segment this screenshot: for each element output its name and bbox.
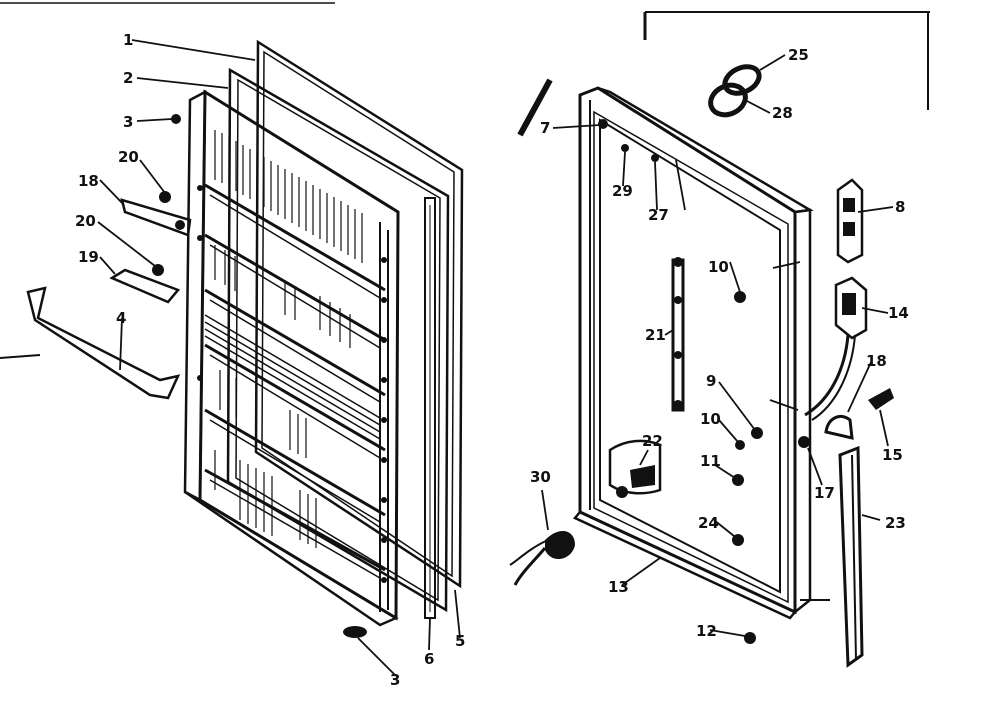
callout-20: 20 xyxy=(118,148,139,166)
callout-3: 3 xyxy=(123,113,133,131)
callout-10: 10 xyxy=(700,410,721,428)
callout-1: 1 xyxy=(123,31,133,49)
callout-2: 2 xyxy=(123,69,133,87)
callout-labels: 1 2 3 20 18 20 19 4 3 6 5 7 29 27 25 28 … xyxy=(75,31,909,689)
wire-harness xyxy=(509,530,575,586)
shelf-retainer xyxy=(109,268,181,304)
screws-left xyxy=(152,114,367,638)
callout-12: 12 xyxy=(696,622,717,640)
callout-24: 24 xyxy=(698,514,719,532)
leader-lines-right xyxy=(541,54,894,637)
callout-21: 21 xyxy=(645,326,666,344)
rating-plate xyxy=(608,439,662,498)
leader-lines-left xyxy=(97,39,461,676)
callout-29: 29 xyxy=(612,182,633,200)
screws-right xyxy=(598,119,763,644)
callout-19: 19 xyxy=(78,248,99,266)
grommet-rings xyxy=(708,64,762,118)
callout-3: 3 xyxy=(390,671,400,689)
hinge-bracket xyxy=(804,276,868,421)
callout-14: 14 xyxy=(888,304,909,322)
door-trim-strip xyxy=(838,445,864,668)
callout-6: 6 xyxy=(424,650,434,668)
callout-9: 9 xyxy=(706,372,716,390)
callout-15: 15 xyxy=(882,446,903,464)
hinge xyxy=(836,178,864,264)
door-bar xyxy=(26,286,181,400)
door-gasket-outer xyxy=(254,39,464,589)
callout-23: 23 xyxy=(885,514,906,532)
callout-30: 30 xyxy=(530,468,551,486)
latch-cam xyxy=(798,388,894,448)
door-gasket-inner xyxy=(226,67,450,613)
callout-22: 22 xyxy=(642,432,663,450)
callout-7: 7 xyxy=(540,119,550,137)
callout-28: 28 xyxy=(772,104,793,122)
callout-10: 10 xyxy=(708,258,729,276)
handle-rod xyxy=(671,257,685,412)
door-liner-panel xyxy=(183,89,400,627)
door-handle-piece xyxy=(120,198,192,237)
callout-13: 13 xyxy=(608,578,629,596)
callout-18: 18 xyxy=(866,352,887,370)
callout-11: 11 xyxy=(700,452,721,470)
callout-20: 20 xyxy=(75,212,96,230)
callout-8: 8 xyxy=(895,198,905,216)
breaker-strip xyxy=(424,197,436,619)
callout-18: 18 xyxy=(78,172,99,190)
callout-25: 25 xyxy=(788,46,809,64)
door-outer-panel xyxy=(572,86,814,620)
scan-artifact-lines xyxy=(0,2,930,601)
callout-5: 5 xyxy=(455,632,465,650)
callout-17: 17 xyxy=(814,484,835,502)
callout-4: 4 xyxy=(116,309,126,327)
callout-27: 27 xyxy=(648,206,669,224)
